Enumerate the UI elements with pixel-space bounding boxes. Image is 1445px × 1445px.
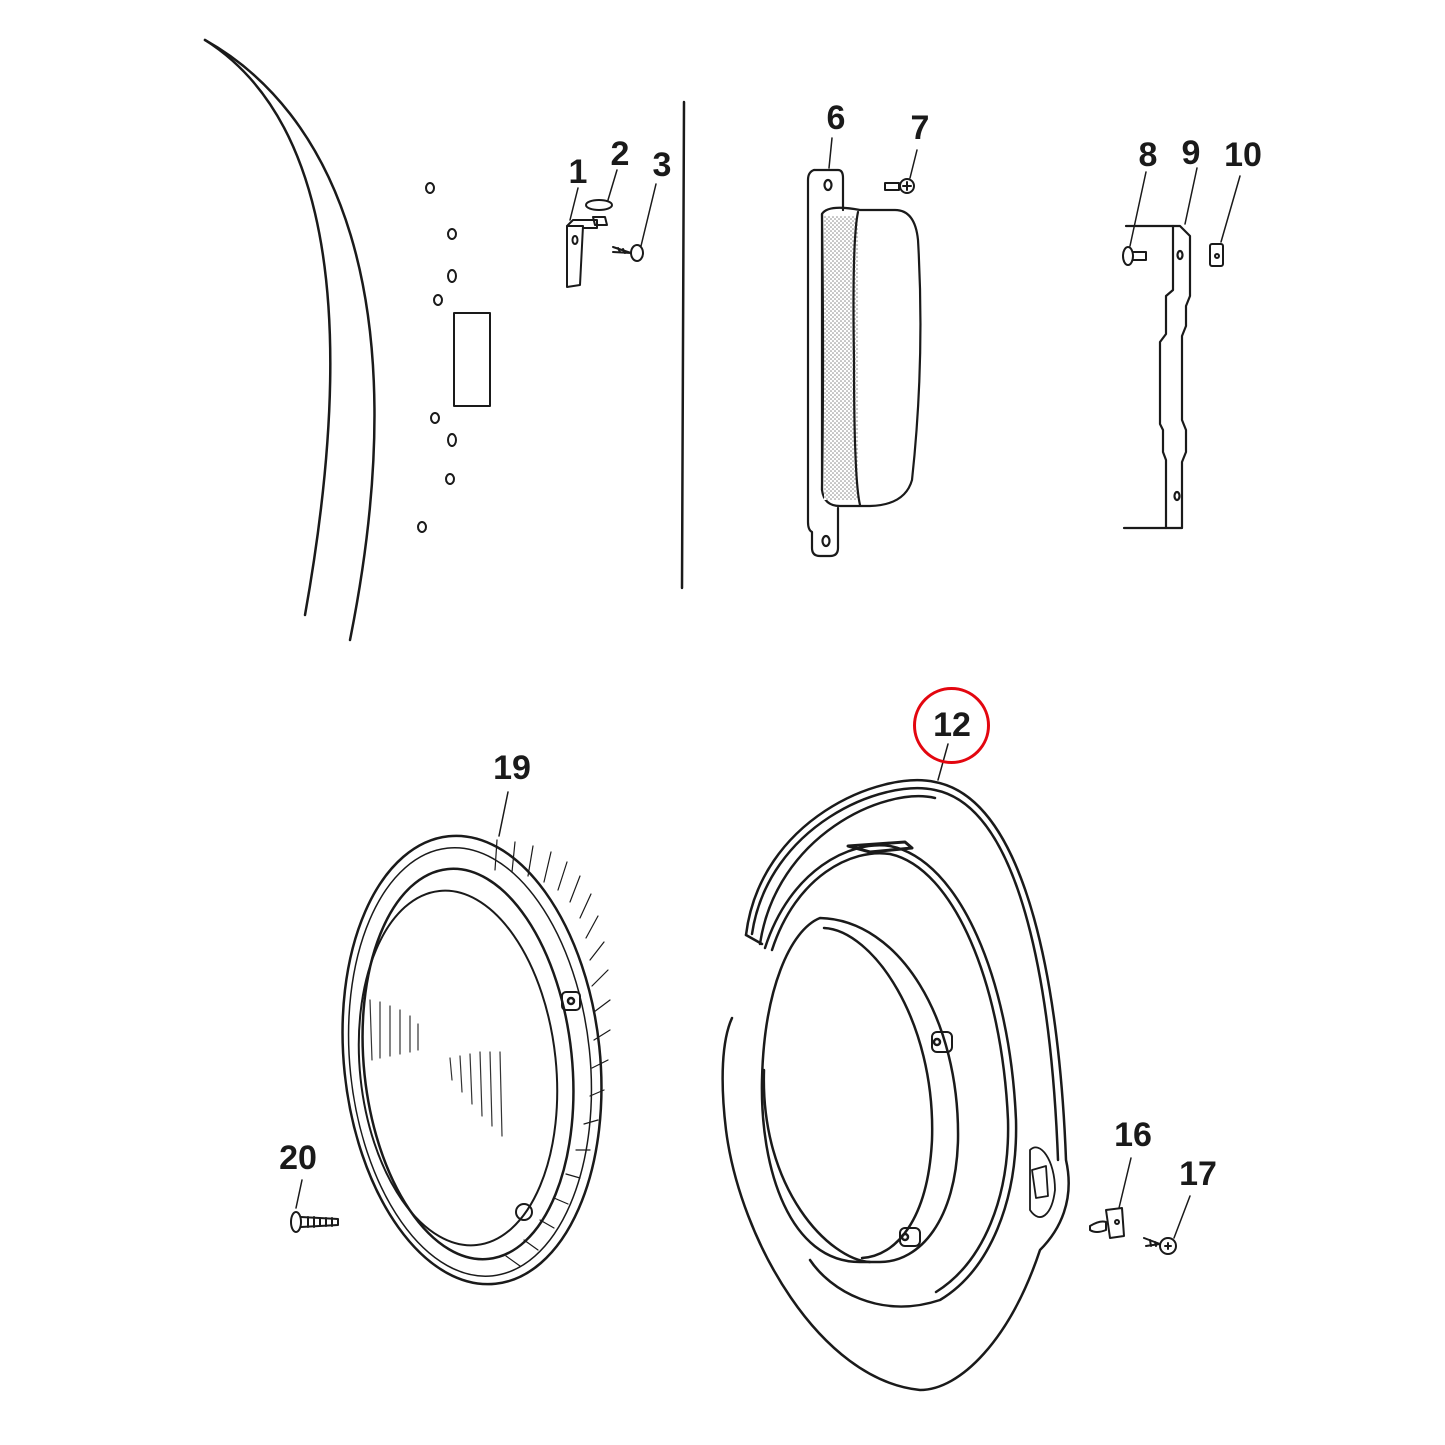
part-label-17: 17 [1179,1155,1217,1193]
part-10-nut [1209,243,1224,267]
part-label-2: 2 [610,135,630,173]
part-9-hinge-plate [1122,224,1192,530]
part-label-10: 10 [1224,136,1262,174]
divider-line [680,100,686,590]
part-label-9: 9 [1181,134,1201,172]
part-1-hinge-bracket [566,219,598,288]
part-19-door-glass [341,834,611,1286]
part-label-1: 1 [568,153,588,191]
part-17-screw [1143,1237,1177,1255]
part-3-screw [612,244,644,262]
cabinet-front-arc [203,38,376,642]
part-label-7: 7 [910,109,930,147]
part-12-door-frame [721,779,1070,1392]
part-20-screw [290,1211,339,1233]
part-7-screw [884,178,915,194]
part-16-clip [1089,1207,1125,1239]
part-label-6: 6 [826,99,846,137]
part-label-20: 20 [279,1139,317,1177]
hinge-mounting-holes [417,182,491,533]
part-label-3: 3 [652,146,672,184]
part-2-washer [585,199,613,226]
part-label-8: 8 [1138,136,1158,174]
leader-lines [295,137,1241,1239]
part-label-12[interactable]: 12 [933,706,971,744]
part-6-door-handle [806,168,922,558]
highlight-circle [913,687,990,764]
part-label-19: 19 [493,749,531,787]
part-8-screw [1122,246,1147,266]
part-label-16: 16 [1114,1116,1152,1154]
